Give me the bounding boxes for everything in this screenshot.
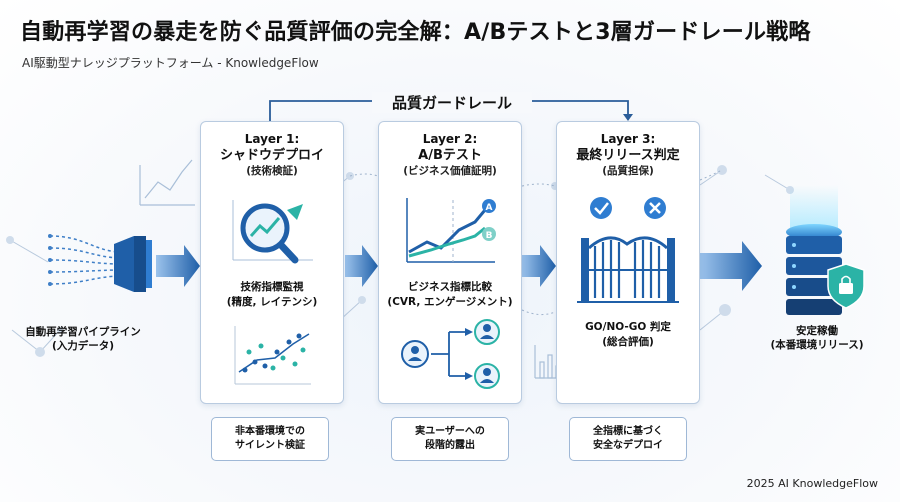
- production-label: 安定稼働 (本番環境リリース): [752, 324, 882, 352]
- layer-1-metrics: 技術指標監視 (精度, レイテンシ): [201, 280, 343, 310]
- layer-3-sub: (品質担保): [602, 165, 654, 177]
- layer-2-card: Layer 2: A/Bテスト (ビジネス価値証明) A B ビジネス指標比較 …: [378, 121, 522, 404]
- layer-1-header: Layer 1: シャドウデプロイ (技術検証): [201, 131, 343, 179]
- layer-1-number: Layer 1:: [244, 132, 300, 146]
- pipeline-label-line1: 自動再学習パイプライン: [25, 326, 141, 338]
- layer-3-note-line1: 全指標に基づく: [593, 426, 663, 437]
- layer-3-header: Layer 3: 最終リリース判定 (品質担保): [557, 131, 699, 179]
- badge-b: B: [486, 231, 493, 241]
- layer-2-note-line1: 実ユーザーへの: [415, 426, 485, 437]
- magnifier-chart-icon: [232, 200, 313, 264]
- guardrail-bracket: [269, 100, 629, 121]
- server-icon: [786, 185, 865, 315]
- layer-1-note: 非本番環境での サイレント検証: [211, 417, 329, 461]
- layer-3-decision: GO/NO-GO 判定 (総合評価): [557, 320, 699, 350]
- pipeline-label-line2: (入力データ): [51, 340, 115, 352]
- layer-1-metrics-title: 技術指標監視: [240, 281, 304, 293]
- layer-2-name: A/Bテスト: [418, 148, 482, 163]
- guardrail-arrowhead: [623, 114, 633, 121]
- layer-3-card: Layer 3: 最終リリース判定 (品質担保) GO/NO-GO 判定 (総合…: [556, 121, 700, 404]
- layer-2-number: Layer 2:: [422, 132, 478, 146]
- layer-3-note: 全指標に基づく 安全なデプロイ: [569, 417, 687, 461]
- layer-3-number: Layer 3:: [600, 132, 656, 146]
- production-label-line1: 安定稼働: [796, 325, 838, 337]
- flow-arrows: [156, 241, 762, 291]
- layer-1-note-line2: サイレント検証: [235, 440, 305, 451]
- layer-3-decision-title: GO/NO-GO 判定: [585, 321, 671, 333]
- guardrail-label: 品質ガードレール: [372, 92, 532, 113]
- layer-1-metrics-detail: (精度, レイテンシ): [226, 296, 318, 308]
- ab-line-chart-icon: A B: [406, 198, 496, 263]
- footer-copyright: 2025 AI KnowledgeFlow: [746, 477, 878, 490]
- layer-1-note-line1: 非本番環境での: [235, 426, 305, 437]
- scatter-chart-icon: [234, 326, 311, 385]
- layer-2-sub: (ビジネス価値証明): [403, 165, 497, 177]
- page-title: 自動再学習の暴走を防ぐ品質評価の完全解：A/Bテストと3層ガードレール戦略: [20, 20, 811, 45]
- badge-a: A: [486, 203, 493, 213]
- layer-2-note: 実ユーザーへの 段階的露出: [391, 417, 509, 461]
- layer-2-metrics-detail: (CVR, エンゲージメント): [387, 296, 513, 308]
- user-split-icon: [401, 319, 500, 389]
- layer-3-note-line2: 安全なデプロイ: [593, 440, 663, 451]
- layer-1-card: Layer 1: シャドウデプロイ (技術検証) 技術指標監視 (精度, レイテ…: [200, 121, 344, 404]
- pipeline-icon: [48, 234, 152, 292]
- layer-2-note-line2: 段階的露出: [425, 440, 475, 451]
- layer-1-sub: (技術検証): [246, 165, 298, 177]
- page-subtitle: AI駆動型ナレッジプラットフォーム - KnowledgeFlow: [22, 56, 319, 70]
- gate-icon: [577, 197, 679, 303]
- production-label-line2: (本番環境リリース): [770, 339, 864, 351]
- dotted-links: [349, 169, 723, 316]
- layer-1-name: シャドウデプロイ: [219, 148, 324, 163]
- layer-3-name: 最終リリース判定: [576, 148, 680, 163]
- layer-2-header: Layer 2: A/Bテスト (ビジネス価値証明): [379, 131, 521, 179]
- layer-2-metrics-title: ビジネス指標比較: [408, 281, 492, 293]
- pipeline-label: 自動再学習パイプライン (入力データ): [18, 325, 148, 353]
- layer-2-metrics: ビジネス指標比較 (CVR, エンゲージメント): [379, 280, 521, 310]
- faint-chart-left: [139, 159, 195, 206]
- layer-3-decision-detail: (総合評価): [602, 336, 654, 348]
